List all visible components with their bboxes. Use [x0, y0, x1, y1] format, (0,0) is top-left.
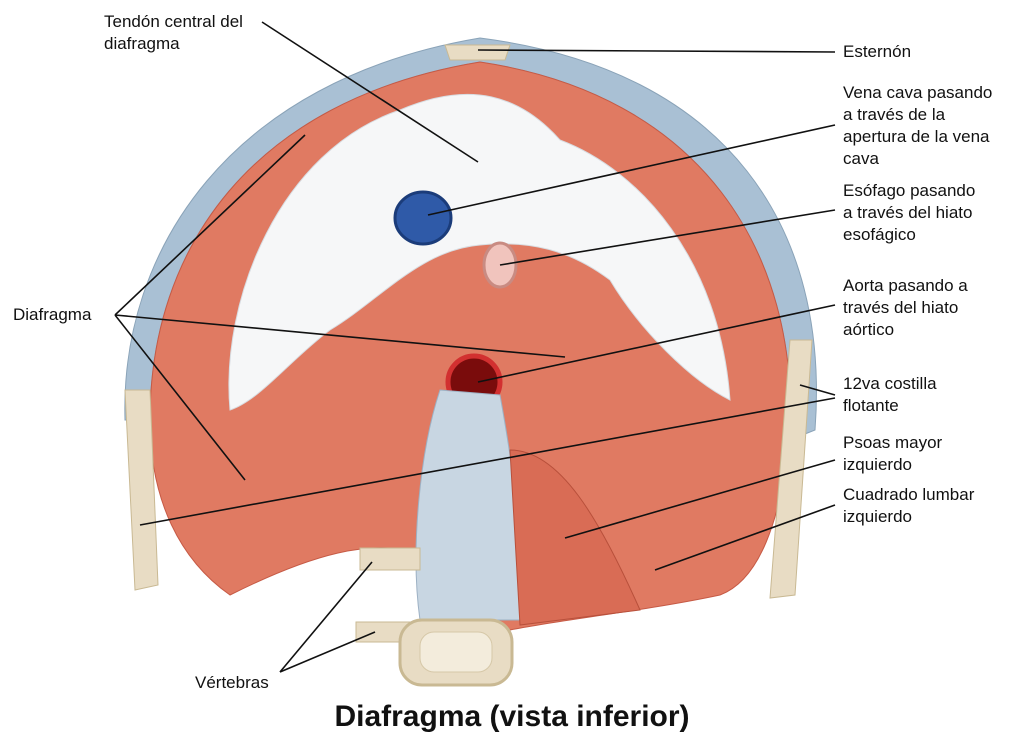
label-central-tendon: Tendón central del diafragma	[104, 12, 243, 53]
sternum	[444, 44, 511, 61]
label-aorta: Aorta pasando a través del hiato aórtico	[843, 276, 968, 339]
vena-cava	[393, 190, 453, 246]
label-diaphragm: Diafragma	[13, 305, 92, 324]
psoas-major	[509, 449, 641, 626]
central-tendon	[228, 93, 731, 411]
label-quadratus-lumborum: Cuadrado lumbar izquierdo	[843, 485, 975, 526]
label-vena-cava: Vena cava pasando a través de la apertur…	[843, 83, 993, 168]
leader-lines	[114, 21, 836, 673]
label-psoas-major: Psoas mayor izquierdo	[843, 433, 943, 474]
figure-title: Diafragma (vista inferior)	[334, 700, 690, 733]
label-vertebrae: Vértebras	[195, 673, 269, 692]
rib-left	[124, 389, 159, 591]
label-12th-rib: 12va costilla flotante	[843, 374, 937, 415]
vertebra-upper	[359, 547, 421, 571]
label-esophagus: Esófago pasando a través del hiato esofá…	[843, 181, 976, 244]
label-sternum: Esternón	[843, 42, 912, 61]
crura	[415, 389, 522, 621]
